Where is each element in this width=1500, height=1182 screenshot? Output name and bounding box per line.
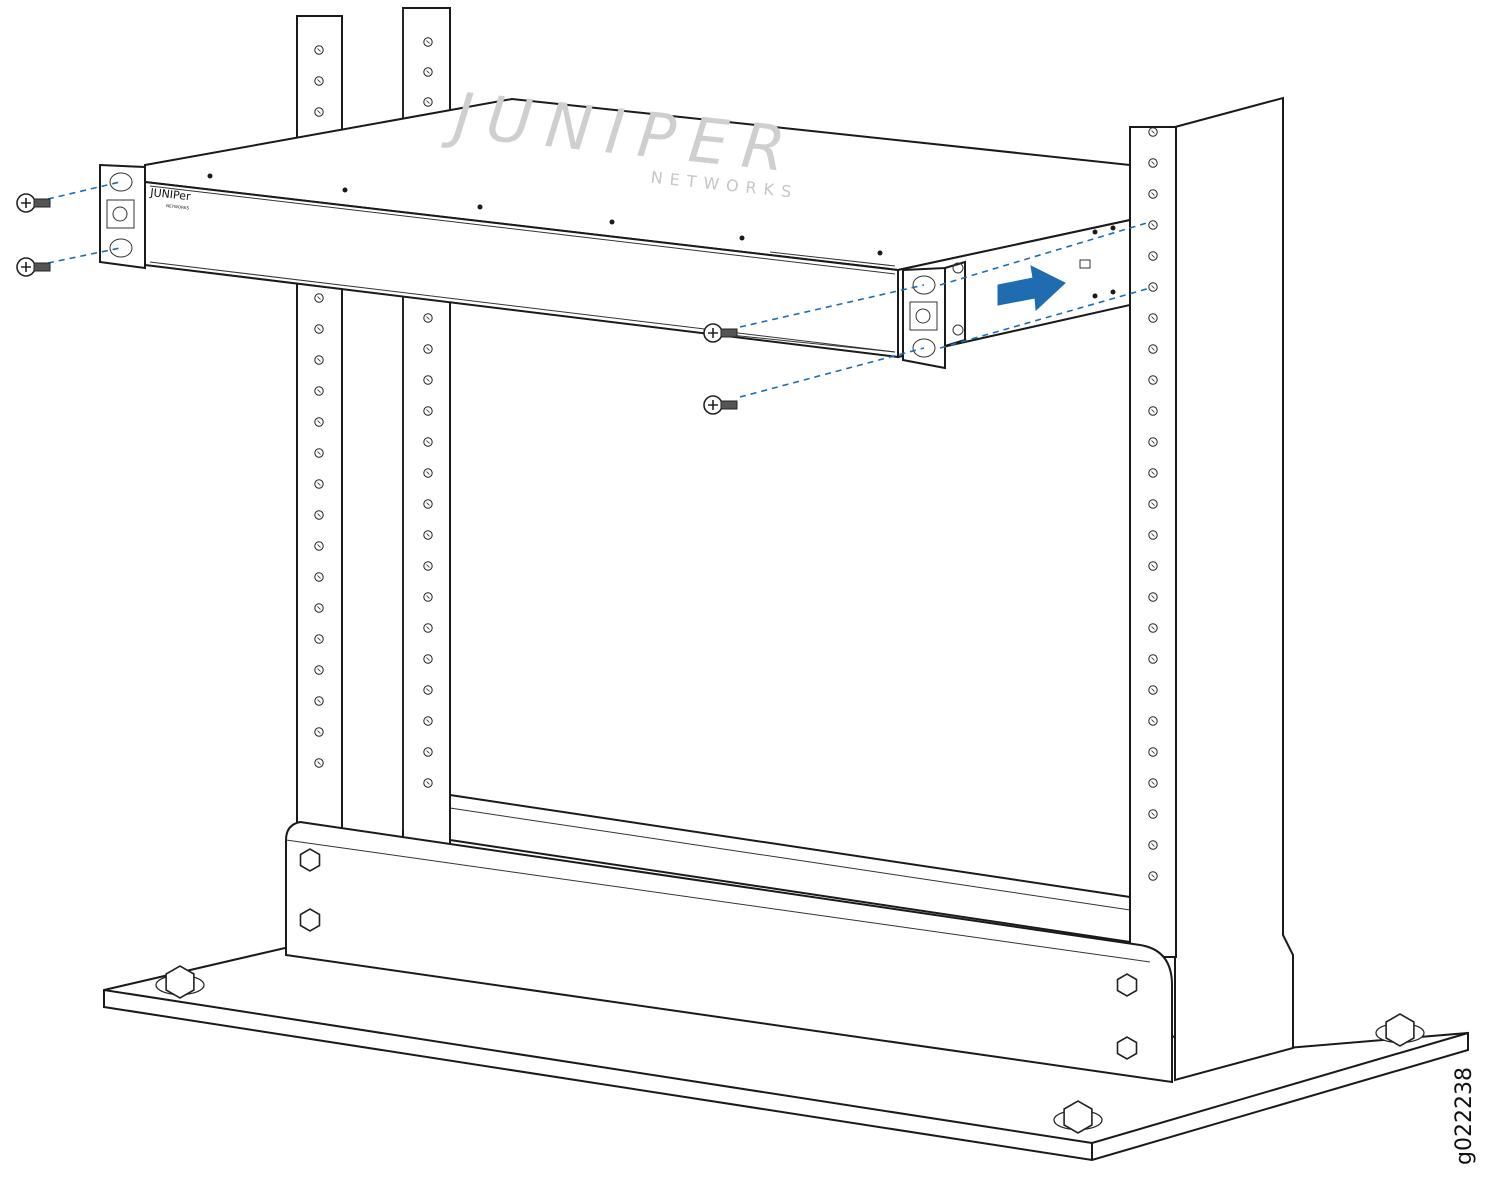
- rack-hole-icon: [423, 406, 433, 416]
- rack-hole-icon: [423, 468, 433, 478]
- rack-hole-icon: [314, 758, 324, 768]
- rack-mounting-holes: [314, 37, 1158, 881]
- rack-hole-icon: [423, 37, 433, 47]
- rack-hole-icon: [1148, 313, 1158, 323]
- rack-hole-icon: [423, 716, 433, 726]
- rack-hole-icon: [314, 107, 324, 117]
- front-logo-brand: JUNIPer: [149, 186, 192, 203]
- rack-hole-icon: [423, 747, 433, 757]
- hex-bolt-icon: [299, 848, 321, 872]
- rack-hole-icon: [1148, 220, 1158, 230]
- rack-hole-icon: [314, 417, 324, 427]
- hex-bolt-icon: [1375, 1013, 1425, 1047]
- mounting-screws: [16, 193, 738, 415]
- rack-hole-icon: [1148, 344, 1158, 354]
- left-mounting-bracket: [99, 163, 146, 270]
- rack-hole-icon: [314, 541, 324, 551]
- screw-icon: [703, 323, 738, 343]
- rack-hole-icon: [1148, 840, 1158, 850]
- hex-bolt-icon: [155, 965, 205, 999]
- screw-icon: [16, 257, 51, 277]
- rack-hole-icon: [1148, 809, 1158, 819]
- rack-hole-icon: [1148, 778, 1158, 788]
- rack-hole-icon: [1148, 623, 1158, 633]
- rack-hole-icon: [314, 572, 324, 582]
- switch-chassis: JUNIPER NETWORKS JUNIPer NETWORKS: [144, 77, 1131, 359]
- rack-hole-icon: [1148, 375, 1158, 385]
- rack-hole-icon: [423, 654, 433, 664]
- rack-hole-icon: [1148, 437, 1158, 447]
- rack-hole-icon: [1148, 189, 1158, 199]
- figure-id: g022238: [1452, 1067, 1477, 1165]
- rack-hole-icon: [314, 665, 324, 675]
- rack-hole-icon: [314, 603, 324, 613]
- rack-hole-icon: [1148, 747, 1158, 757]
- rack-hole-icon: [423, 561, 433, 571]
- rack-hole-icon: [1148, 127, 1158, 137]
- right-mounting-bracket: [902, 260, 966, 370]
- rack-hole-icon: [314, 45, 324, 55]
- direction-arrow-icon: [997, 265, 1066, 312]
- rack-hole-icon: [1148, 251, 1158, 261]
- rack-hole-icon: [1148, 871, 1158, 881]
- rack-hole-icon: [314, 479, 324, 489]
- rack-hole-icon: [1148, 468, 1158, 478]
- rack-hole-icon: [1148, 561, 1158, 571]
- rack-hole-icon: [423, 97, 433, 107]
- rack-hole-icon: [1148, 158, 1158, 168]
- rack-hole-icon: [314, 76, 324, 86]
- rack-hole-icon: [314, 510, 324, 520]
- rack-hole-icon: [1148, 282, 1158, 292]
- rack-hole-icon: [1148, 530, 1158, 540]
- rack-hole-icon: [314, 727, 324, 737]
- base-bolts: [155, 848, 1425, 1134]
- rack-hole-icon: [1148, 716, 1158, 726]
- screw-guide-lines: [47, 181, 1151, 398]
- rack-hole-icon: [423, 437, 433, 447]
- hex-bolt-icon: [299, 908, 321, 932]
- rack-hole-icon: [314, 355, 324, 365]
- rack-hole-icon: [314, 386, 324, 396]
- rack-hole-icon: [423, 313, 433, 323]
- rack-hole-icon: [423, 67, 433, 77]
- hex-bolt-icon: [1116, 1036, 1138, 1060]
- rack-hole-icon: [423, 778, 433, 788]
- front-base-rail: [285, 820, 1173, 1084]
- hex-bolt-icon: [1116, 973, 1138, 997]
- rack-hole-icon: [423, 375, 433, 385]
- rack-hole-icon: [314, 448, 324, 458]
- hex-bolt-icon: [1053, 1100, 1103, 1134]
- rack-hole-icon: [314, 634, 324, 644]
- front-logo-sub: NETWORKS: [166, 203, 190, 210]
- rack-hole-icon: [1148, 499, 1158, 509]
- rack-hole-icon: [423, 530, 433, 540]
- rack-hole-icon: [423, 592, 433, 602]
- rack-hole-icon: [423, 499, 433, 509]
- screw-icon: [703, 395, 738, 415]
- rack-hole-icon: [423, 344, 433, 354]
- screw-icon: [16, 193, 51, 213]
- rack-hole-icon: [423, 623, 433, 633]
- rack-hole-icon: [1148, 654, 1158, 664]
- rack-hole-icon: [423, 685, 433, 695]
- rack-hole-icon: [314, 696, 324, 706]
- rack-hole-icon: [1148, 685, 1158, 695]
- rack-hole-icon: [1148, 592, 1158, 602]
- rack-hole-icon: [1148, 406, 1158, 416]
- rear-right-post: [1174, 96, 1294, 1082]
- rack-hole-icon: [314, 324, 324, 334]
- rack-hole-icon: [314, 293, 324, 303]
